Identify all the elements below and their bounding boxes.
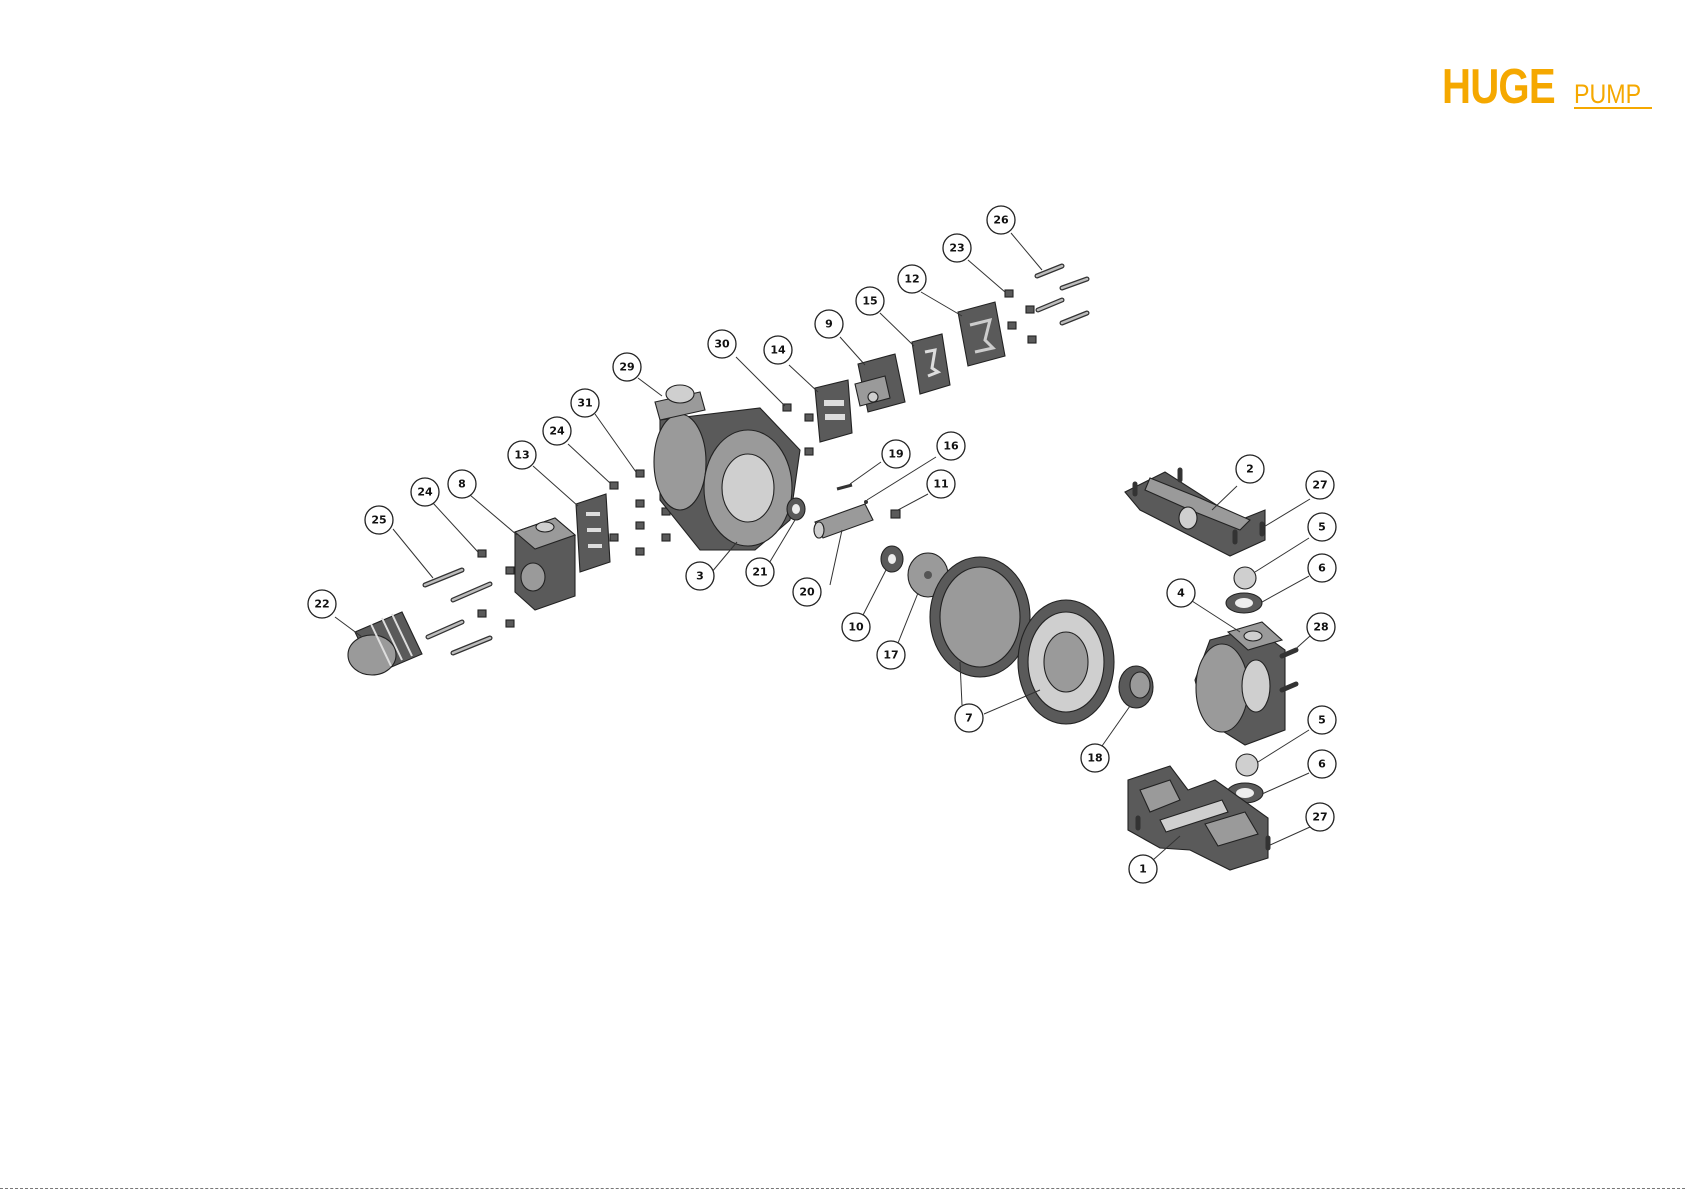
balloon-7: 7 — [955, 704, 983, 732]
part-diaphragms-7 — [930, 557, 1114, 724]
balloon-2: 2 — [1236, 455, 1264, 483]
balloon-28: 28 — [1307, 613, 1335, 641]
part-bolts-26 — [1037, 266, 1087, 323]
svg-text:5: 5 — [1318, 714, 1326, 727]
balloon-6: 6 — [1308, 554, 1336, 582]
svg-text:25: 25 — [371, 514, 386, 527]
part-shaft-20 — [814, 504, 873, 538]
svg-text:31: 31 — [577, 397, 592, 410]
balloon-13: 13 — [508, 441, 536, 469]
part-gasket-13 — [576, 494, 610, 572]
part-nut-18 — [1119, 666, 1153, 708]
svg-text:20: 20 — [799, 586, 815, 599]
svg-text:11: 11 — [933, 478, 948, 491]
balloon-9: 9 — [815, 310, 843, 338]
balloon-17: 17 — [877, 641, 905, 669]
part-muffler — [348, 612, 422, 675]
part-valve-block — [515, 518, 575, 610]
svg-text:26: 26 — [993, 214, 1009, 227]
balloon-22: 22 — [308, 590, 336, 618]
balloon-1: 1 — [1129, 855, 1157, 883]
balloon-12: 12 — [898, 265, 926, 293]
balloon-18: 18 — [1081, 744, 1109, 772]
svg-text:4: 4 — [1177, 587, 1185, 600]
svg-text:24: 24 — [417, 486, 433, 499]
part-fluid-chamber — [1195, 622, 1296, 745]
part-lower-manifold — [1128, 766, 1268, 870]
part-dot-16 — [864, 500, 868, 504]
svg-text:16: 16 — [943, 440, 959, 453]
balloon-5: 5 — [1308, 513, 1336, 541]
svg-text:6: 6 — [1318, 758, 1326, 771]
balloon-11: 11 — [927, 470, 955, 498]
svg-text:1: 1 — [1139, 863, 1147, 876]
svg-text:21: 21 — [752, 566, 767, 579]
svg-text:19: 19 — [888, 448, 903, 461]
balloon-14: 14 — [764, 336, 792, 364]
balloon-25: 25 — [365, 506, 393, 534]
svg-text:29: 29 — [619, 361, 634, 374]
part-pin-19 — [837, 485, 852, 489]
balloon-4: 4 — [1167, 579, 1195, 607]
svg-text:24: 24 — [549, 425, 565, 438]
part-ball-lower — [1236, 754, 1258, 776]
part-center-body — [654, 385, 800, 550]
balloon-27b: 27 — [1306, 803, 1334, 831]
balloon-20: 20 — [793, 578, 821, 606]
svg-text:17: 17 — [883, 649, 898, 662]
svg-text:2: 2 — [1246, 463, 1254, 476]
part-plate-14 — [815, 380, 852, 442]
balloon-21: 21 — [746, 558, 774, 586]
part-upper-manifold — [1125, 470, 1265, 556]
svg-text:28: 28 — [1313, 621, 1328, 634]
svg-text:27: 27 — [1312, 811, 1327, 824]
bottom-dashed-rule — [0, 1188, 1685, 1189]
balloon-24b: 24 — [411, 478, 439, 506]
svg-text:22: 22 — [314, 598, 329, 611]
svg-text:8: 8 — [458, 478, 466, 491]
svg-text:30: 30 — [714, 338, 730, 351]
balloon-31: 31 — [571, 389, 599, 417]
parts-illustration — [348, 266, 1296, 870]
svg-text:13: 13 — [514, 449, 529, 462]
part-plate-15 — [912, 334, 950, 394]
balloon-27: 27 — [1306, 471, 1334, 499]
svg-text:6: 6 — [1318, 562, 1326, 575]
part-ball-upper — [1234, 567, 1256, 589]
svg-text:7: 7 — [965, 712, 973, 725]
balloon-26: 26 — [987, 206, 1015, 234]
balloon-16: 16 — [937, 432, 965, 460]
balloon-3: 3 — [686, 562, 714, 590]
svg-text:3: 3 — [696, 570, 704, 583]
balloon-19: 19 — [882, 440, 910, 468]
svg-text:27: 27 — [1312, 479, 1327, 492]
part-cover-12 — [958, 302, 1005, 366]
svg-text:18: 18 — [1087, 752, 1102, 765]
part-block-11 — [891, 510, 900, 518]
svg-text:12: 12 — [904, 273, 919, 286]
svg-text:15: 15 — [862, 295, 877, 308]
balloon-30: 30 — [708, 330, 736, 358]
svg-text:23: 23 — [949, 242, 964, 255]
svg-text:9: 9 — [825, 318, 833, 331]
svg-text:5: 5 — [1318, 521, 1326, 534]
balloon-23: 23 — [943, 234, 971, 262]
balloon-8: 8 — [448, 470, 476, 498]
balloon-10: 10 — [842, 613, 870, 641]
balloon-15: 15 — [856, 287, 884, 315]
svg-text:10: 10 — [848, 621, 864, 634]
balloon-5b: 5 — [1308, 706, 1336, 734]
balloon-6b: 6 — [1308, 750, 1336, 778]
svg-text:14: 14 — [770, 344, 786, 357]
balloon-29: 29 — [613, 353, 641, 381]
part-long-bolts — [425, 550, 514, 653]
balloon-24: 24 — [543, 417, 571, 445]
